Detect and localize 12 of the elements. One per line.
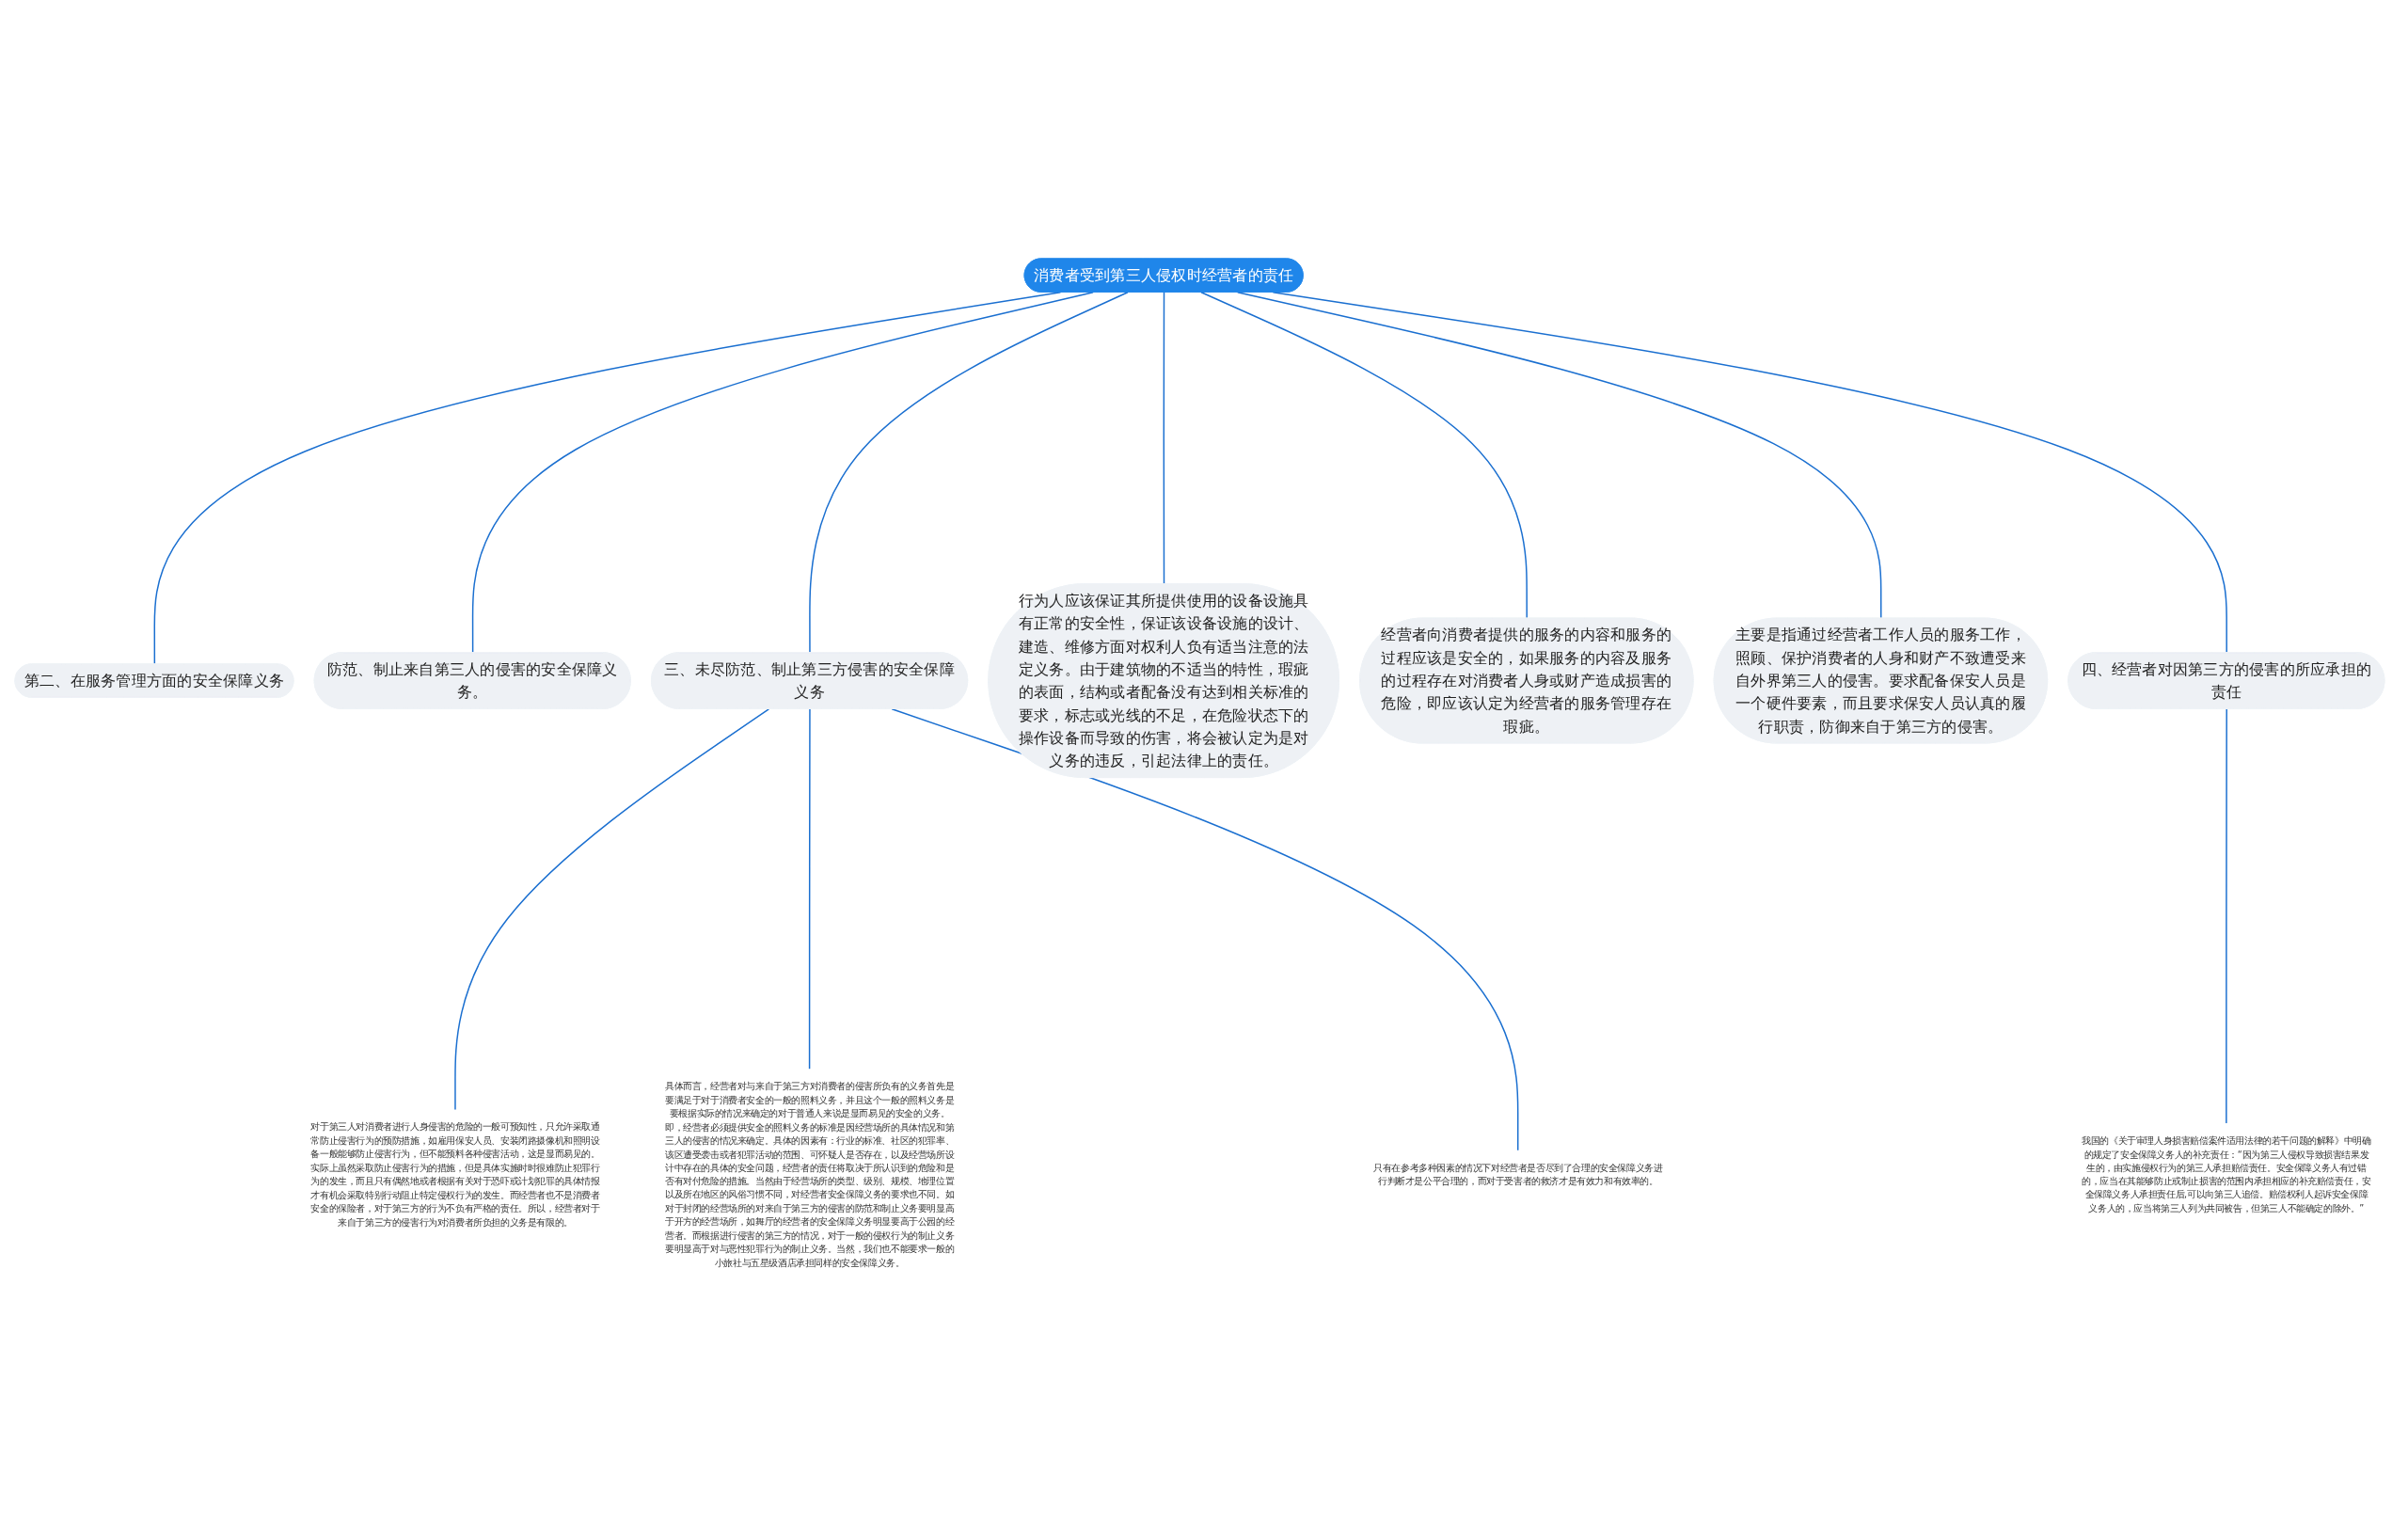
- connector: [809, 291, 1129, 654]
- connector: [454, 707, 770, 1111]
- node-text: 对于第三人对消费者进行人身侵害的危险的一般可预知性，只允许采取通常防止侵害行为的预防措施，如雇用保安人员、安装闭路摄像机和照明设备一般能够防止侵害行为，但不能预料各种侵害活动，这是显而易见的。实际上虽然采取防止侵害行为的措施，但是具体实施时时很难防止犯罪行为的发生，而且只有偶然地或者根据有关对于恐吓或计划犯罪的具体情报才有机会采取特别行动阻止特定侵权行为的发生。而经营者也不是消费者安全的保险者，对于第三方的行为不负有严格的责任。所以，经营者对于来自于第三方的侵害行为对消费者所负担的义务是有限的。: [310, 1121, 600, 1228]
- connector: [471, 291, 1094, 654]
- connector: [1200, 291, 1528, 619]
- node-text: 我国的《关于审理人身损害赔偿案件适用法律的若干问题的解释》中明确的规定了安全保障义务人的补充责任：“因为第三人侵权导致损害结果发生的，由实施侵权行为的第三人承担赔偿责任。安全保障义务人有过错的，应当在其能够防止或制止损害的范围内承担相应的补充赔偿责任，安全保障义务人承担责任后,可以向第三人追偿。赔偿权利人起诉安全保障义务人的，应当将第三人列为共同被告，但第三人不能确定的除外。”: [2082, 1134, 2371, 1213]
- node-text: 具体而言，经营者对与来自于第三方对消费者的侵害所负有的义务首先是要满足于对于消费者安全的一般的照料义务，并且这个一般的照料义务是要根据实际的情况来确定的对于普通人来说是显而易见的安全的义务。即，经营者必须提供安全的照料义务的标准是因经营场所的具体情况和第三人的侵害的情况来确定。具体的因素有：行业的标准、社区的犯罪率、该区遭受袭击或者犯罪活动的范围、可怀疑人是否存在，以及经营场所设计中存在的具体的安全问题，经营者的责任将取决于所认识到的危险和是否有对付危险的措施。当然由于经营场所的类型、级别、规模、地理位置以及所在地区的风俗习惯不同，对经营者安全保障义务的要求也不同。如对于封闭的经营场所的对来自于第三方的侵害的防范和制止义务要明显高于开方的经营场所，如舞厅的经营者的安全保障义务明显要高于公园的经营者。而根据进行侵害的第三方的情况，对于一般的侵权行为的制止义务要明显高于对与恶性犯罪行为的制止义务。当然，我们也不能要求一般的小旅社与五星级酒店承担同样的安全保障义务。: [664, 1081, 955, 1268]
- connector: [1163, 291, 1165, 585]
- connector: [891, 707, 1519, 1151]
- connector: [2226, 707, 2227, 1124]
- node-text: 只有在参考多种因素的情况下对经营者是否尽到了合理的安全保障义务进行判断才是公平合理的，而对于受害者的救济才是有效力和有效率的。: [1373, 1162, 1663, 1186]
- connector: [808, 707, 811, 1070]
